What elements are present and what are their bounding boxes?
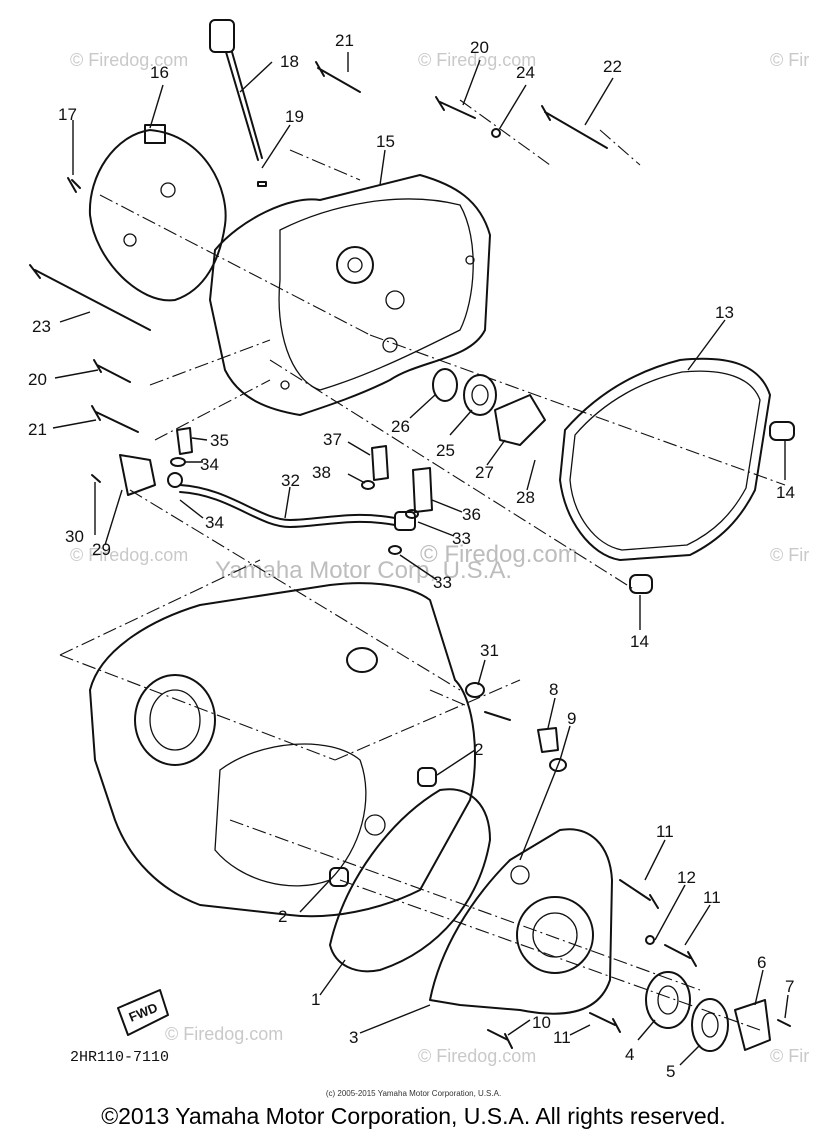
watermark-firedog-edge: © Fir	[770, 50, 809, 70]
credit-line: (c) 2005-2015 Yamaha Motor Corporation, …	[325, 1089, 502, 1098]
bolts-top	[29, 61, 608, 433]
callout-19: 19	[285, 107, 304, 126]
callout-26: 26	[391, 417, 410, 436]
watermark-firedog: © Firedog.com	[418, 1046, 536, 1066]
oil-seal-part	[691, 998, 729, 1052]
watermark-firedog-edge: © Fir	[770, 545, 809, 565]
union-bolt-part	[176, 427, 193, 455]
callout-24: 24	[516, 63, 535, 82]
callout-37: 37	[323, 430, 342, 449]
crankcase-cover-part	[209, 174, 491, 416]
part-drawings: FWD	[29, 19, 795, 1052]
callout-5: 5	[666, 1062, 675, 1081]
callout-2: 2	[474, 740, 483, 759]
copyright-notice: ©2013 Yamaha Motor Corporation, U.S.A. A…	[101, 1103, 726, 1129]
callout-11: 11	[553, 1028, 571, 1047]
drain-plug-part	[537, 727, 559, 753]
callout-34: 34	[205, 513, 224, 532]
watermark-firedog: © Firedog.com	[70, 545, 188, 565]
dipstick-part	[209, 19, 263, 161]
callout-35: 35	[210, 431, 229, 450]
callout-11: 11	[656, 822, 674, 841]
watermark-firedog: © Firedog.com	[418, 50, 536, 70]
callout-8: 8	[549, 680, 558, 699]
watermark-firedog-center: © Firedog.com	[420, 541, 578, 568]
bolts-bottom	[91, 181, 791, 1049]
callout-15: 15	[376, 132, 395, 151]
callout-32: 32	[281, 471, 300, 490]
callout-36: 36	[462, 505, 481, 524]
callout-25: 25	[436, 441, 455, 460]
callout-28: 28	[516, 488, 535, 507]
watermark-layer: © Firedog.com © Firedog.com © Fir © Fire…	[70, 50, 809, 1066]
callout-14: 14	[630, 632, 649, 651]
callout-numbers: 1 2 2 3 4 5 6 7 8 9 10 11 11 11 12 13 14…	[28, 31, 795, 1081]
retainer-plate-part	[734, 999, 771, 1051]
washer-part	[549, 758, 567, 772]
callout-7: 7	[785, 977, 794, 996]
callout-30: 30	[65, 527, 84, 546]
dowel-part	[629, 574, 653, 594]
callout-1: 1	[311, 990, 320, 1009]
callout-13: 13	[715, 303, 734, 322]
callout-12: 12	[677, 868, 696, 887]
callout-10: 10	[532, 1013, 551, 1032]
callout-34: 34	[200, 455, 219, 474]
watermark-yamaha: Yamaha Motor Corp, U.S.A.	[215, 557, 512, 584]
callout-21: 21	[335, 31, 354, 50]
gasket-part	[559, 357, 771, 561]
callout-31: 31	[480, 641, 499, 660]
callout-11: 11	[703, 888, 721, 907]
oil-seal-part	[432, 368, 458, 402]
crankcase-part	[89, 582, 476, 918]
callout-6: 6	[757, 953, 766, 972]
callout-38: 38	[312, 463, 331, 482]
alignment-lines	[59, 99, 786, 1031]
side-cover-part	[429, 828, 613, 1015]
dowel-part	[417, 767, 437, 787]
watermark-firedog: © Firedog.com	[165, 1024, 283, 1044]
retainer-plate-part	[494, 394, 546, 446]
callout-33: 33	[452, 529, 471, 548]
callout-20: 20	[28, 370, 47, 389]
callout-3: 3	[349, 1028, 358, 1047]
callout-2: 2	[278, 907, 287, 926]
callout-16: 16	[150, 63, 169, 82]
cover-plate-part	[88, 124, 227, 302]
callout-33: 33	[433, 573, 452, 592]
fwd-arrow: FWD	[117, 989, 169, 1036]
callout-9: 9	[567, 709, 576, 728]
union-bolt-part	[371, 445, 389, 481]
bearing-part	[463, 374, 497, 416]
watermark-firedog-edge: © Fir	[770, 1046, 809, 1066]
callout-18: 18	[280, 52, 299, 71]
callout-4: 4	[625, 1045, 634, 1064]
leader-lines	[52, 52, 789, 1066]
callout-23: 23	[32, 317, 51, 336]
bearing-part	[645, 971, 691, 1029]
diagram-code: 2HR110-7110	[70, 1049, 169, 1066]
union-bolt-part	[412, 467, 433, 513]
callout-21: 21	[28, 420, 47, 439]
callout-29: 29	[92, 540, 111, 559]
callout-14: 14	[776, 483, 795, 502]
watermark-firedog: © Firedog.com	[70, 50, 188, 70]
gasket-part	[329, 788, 491, 973]
dowel-part	[329, 867, 349, 887]
dowel-part	[769, 421, 795, 441]
callout-20: 20	[470, 38, 489, 57]
callout-27: 27	[475, 463, 494, 482]
callout-22: 22	[603, 57, 622, 76]
oil-pipe-part	[119, 454, 416, 531]
callout-17: 17	[58, 105, 77, 124]
